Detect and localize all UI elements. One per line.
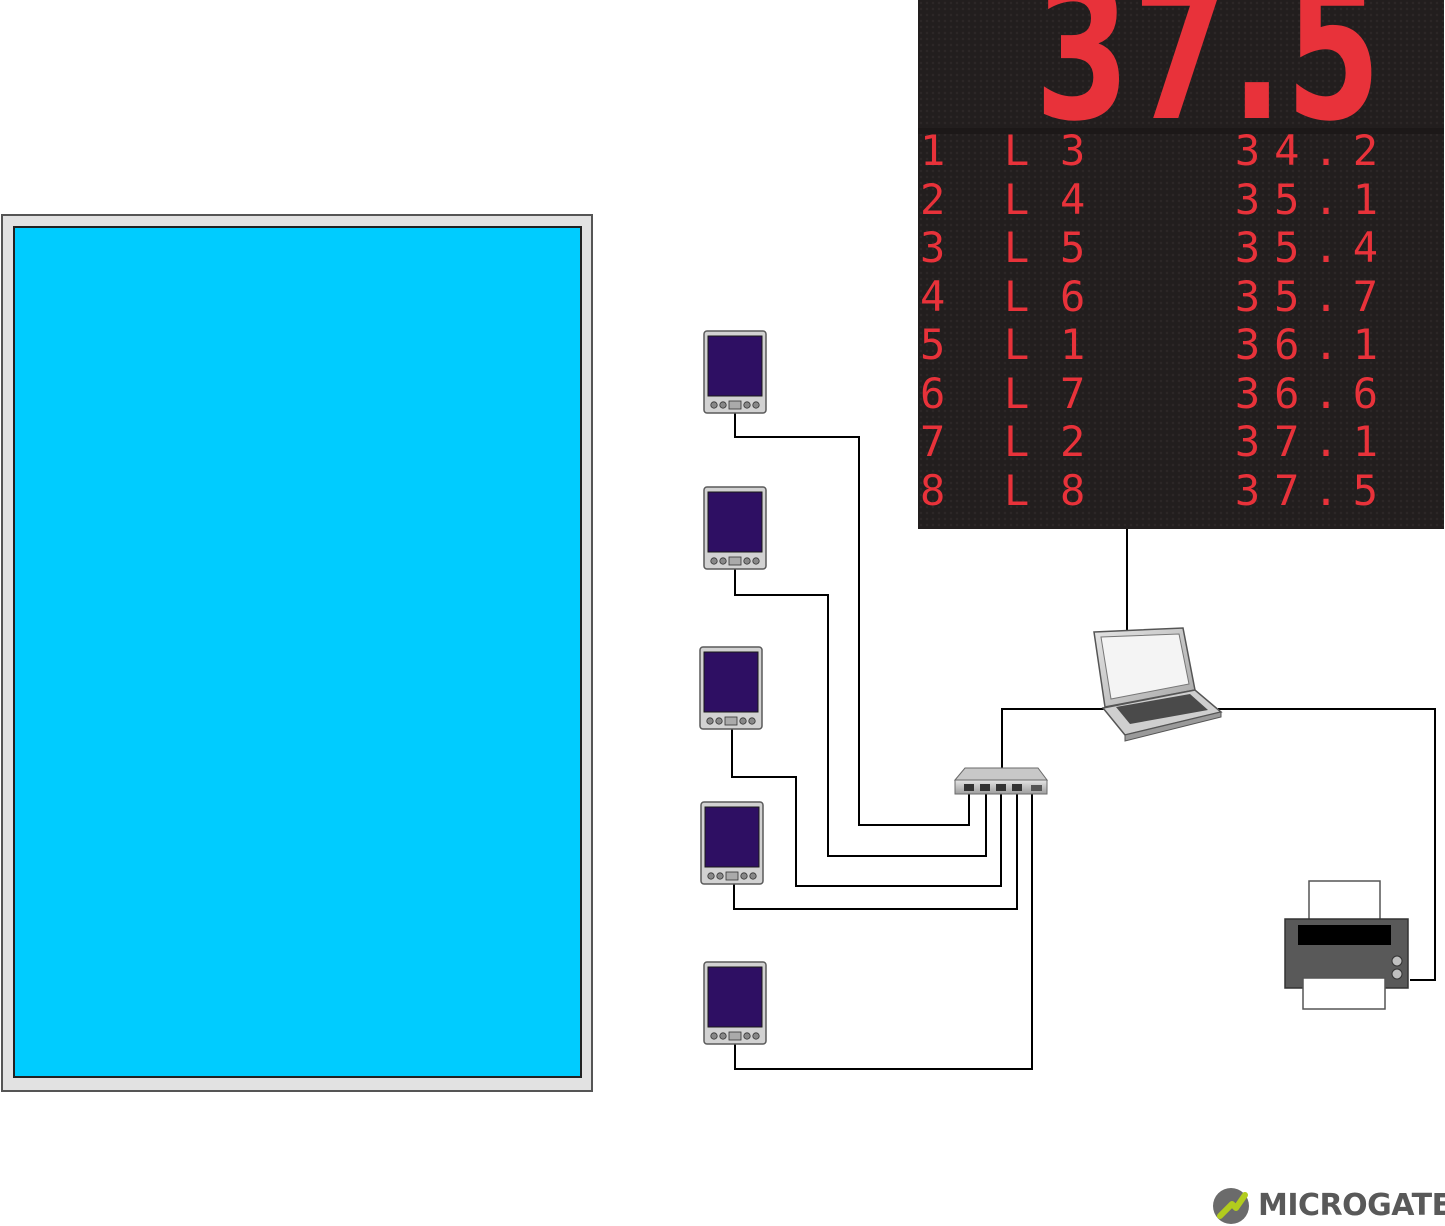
microgate-brand: MICROGATE <box>1212 1186 1445 1226</box>
result-lane: 2 <box>1060 417 1086 466</box>
result-lane-letter: L <box>1004 174 1030 224</box>
result-lane: 1 <box>1060 320 1086 369</box>
result-lane-letter: L <box>1004 126 1030 175</box>
laptop-icon <box>1093 627 1223 742</box>
cable-pda-4 <box>733 792 1018 910</box>
result-rank: 7 <box>920 417 946 466</box>
result-lane-letter: L <box>1004 368 1030 418</box>
result-time: 37.5 <box>1234 465 1392 515</box>
result-time: 34.2 <box>1234 126 1392 175</box>
result-time: 37.1 <box>1234 417 1392 466</box>
printer-icon <box>1284 880 1409 1010</box>
result-time: 35.4 <box>1234 223 1392 272</box>
result-rank: 6 <box>920 368 946 418</box>
cable-laptop-printer <box>1218 708 1436 981</box>
result-lane: 6 <box>1060 271 1086 321</box>
result-rank: 8 <box>920 465 946 515</box>
result-lane: 3 <box>1060 126 1086 175</box>
network-switch-icon <box>953 767 1048 795</box>
result-lane: 8 <box>1060 465 1086 515</box>
result-time: 35.7 <box>1234 271 1392 321</box>
result-time: 36.6 <box>1234 368 1392 418</box>
microgate-logo-icon <box>1213 1188 1249 1224</box>
result-lane-letter: L <box>1004 271 1030 321</box>
scoreboard-main-time: 37.5 <box>1034 0 1384 163</box>
pda-icon <box>703 961 767 1045</box>
result-rank: 2 <box>920 174 946 224</box>
cable-pda-3 <box>731 728 1002 887</box>
result-time: 35.1 <box>1234 174 1392 224</box>
cable-pda-1 <box>734 412 970 826</box>
cable-pda-5 <box>734 792 1033 1070</box>
pda-icon <box>703 330 767 414</box>
scoreboard-divider <box>918 128 1444 134</box>
result-lane: 7 <box>1060 368 1086 418</box>
pda-icon <box>703 486 767 570</box>
brand-name: MICROGATE <box>1258 1188 1445 1223</box>
result-rank: 1 <box>920 126 946 175</box>
cable-pda-2 <box>734 568 987 857</box>
result-rank: 3 <box>920 223 946 272</box>
pool-water <box>13 226 582 1078</box>
pda-icon <box>699 646 763 730</box>
result-rank: 5 <box>920 320 946 369</box>
result-lane-letter: L <box>1004 320 1030 369</box>
cable-switch-laptop <box>1001 708 1105 772</box>
result-lane-letter: L <box>1004 465 1030 515</box>
result-lane: 4 <box>1060 174 1086 224</box>
result-lane-letter: L <box>1004 417 1030 466</box>
cables <box>731 412 1436 1070</box>
pda-icon <box>700 801 764 885</box>
result-rank: 4 <box>920 271 946 321</box>
timing-handhelds <box>699 330 767 1045</box>
result-lane-letter: L <box>1004 223 1030 272</box>
result-lane: 5 <box>1060 223 1086 272</box>
result-time: 36.1 <box>1234 320 1392 369</box>
